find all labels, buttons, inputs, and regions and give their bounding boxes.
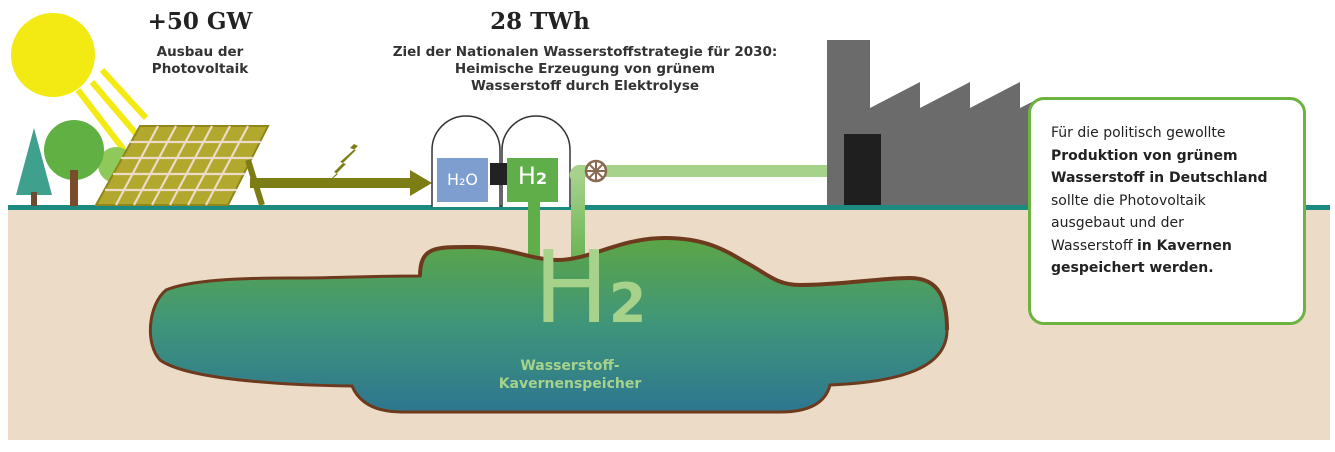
cavern-label-line1: Wasserstoff-	[520, 358, 620, 374]
solar-caption-line1: Ausbau der	[156, 44, 244, 60]
cavern-h2-sub: 2	[608, 272, 647, 335]
cavern-h2-symbol: H2	[520, 238, 660, 338]
info-line-6: Wasserstoff in Kavernen	[1051, 235, 1289, 258]
info-line-5: ausgebaut und der	[1051, 215, 1184, 231]
info-line-6-a: Wasserstoff	[1051, 237, 1137, 254]
solar-caption-line2: Photovoltaik	[151, 61, 249, 77]
solar-panel-icon	[94, 125, 270, 206]
cavern-label-line2: Kavernenspeicher	[498, 376, 642, 392]
hydrogen-target-value: 28 TWh	[490, 8, 590, 35]
hydrogen-tank-label-main: H	[517, 162, 536, 190]
power-arrow	[250, 170, 432, 196]
target-caption-line1: Ziel der Nationalen Wasserstoffstrategie…	[392, 44, 778, 60]
lightning-icon	[324, 126, 372, 186]
solar-capacity-value: +50 GW	[147, 8, 253, 35]
valve-icon	[584, 159, 608, 183]
water-tank-label: H₂O	[446, 170, 479, 189]
water-tank	[437, 158, 488, 202]
info-line-2: Produktion von grünem	[1051, 147, 1238, 164]
hydrogen-tank-label-sub: 2	[535, 169, 548, 188]
factory-icon	[827, 40, 1040, 205]
surface-line	[8, 205, 1330, 210]
info-line-4: sollte die Photovoltaik	[1051, 192, 1206, 209]
info-line-3: Wasserstoff in Deutschland	[1051, 170, 1268, 186]
hydrogen-tank-label: H2	[507, 162, 558, 190]
cavern-h2-main: H	[533, 229, 609, 346]
info-line-1: Für die politisch gewollte	[1051, 125, 1226, 141]
target-caption-line3: Wasserstoff durch Elektrolyse	[470, 78, 700, 94]
electrolyser-tanks	[431, 115, 571, 207]
sun-icon	[11, 13, 149, 152]
info-box: Für die politisch gewollte Produktion vo…	[1028, 97, 1306, 325]
info-line-6-b: in Kavernen	[1136, 237, 1232, 254]
target-caption-line2: Heimische Erzeugung von grünem	[454, 61, 716, 77]
hydrogen-tank	[507, 158, 558, 202]
info-line-7: gespeichert werden.	[1051, 260, 1214, 276]
